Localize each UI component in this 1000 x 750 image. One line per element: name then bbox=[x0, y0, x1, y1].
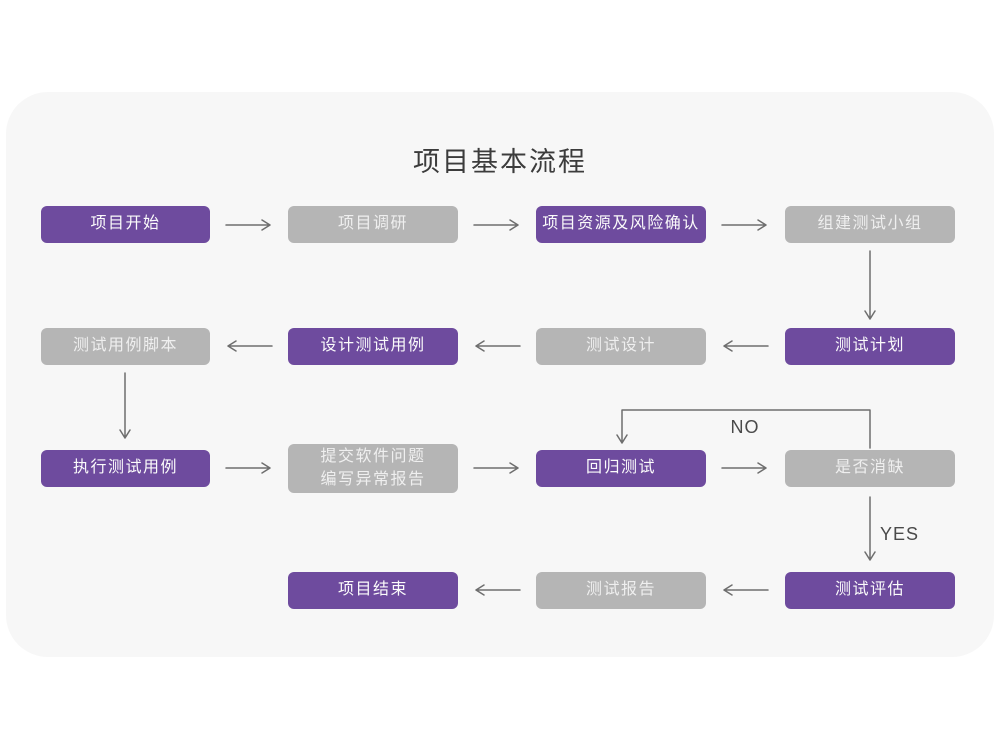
flow-node-submit-issue-report: 提交软件问题编写异常报告 bbox=[288, 444, 458, 493]
flow-node-label: 是否消缺 bbox=[834, 459, 905, 477]
flowchart-card bbox=[6, 92, 994, 657]
flow-node-test-report: 测试报告 bbox=[536, 572, 706, 609]
flow-node-build-test-team: 组建测试小组 bbox=[785, 206, 955, 243]
flow-node-label: 项目结束 bbox=[337, 581, 408, 599]
flow-node-project-end: 项目结束 bbox=[288, 572, 458, 609]
flow-node-resources-risk-confirm: 项目资源及风险确认 bbox=[536, 206, 706, 243]
flow-node-label: 组建测试小组 bbox=[817, 215, 923, 233]
flow-node-test-evaluation: 测试评估 bbox=[785, 572, 955, 609]
flow-node-label: 测试计划 bbox=[834, 337, 905, 355]
flow-node-test-design: 测试设计 bbox=[536, 328, 706, 365]
flow-node-label: 项目资源及风险确认 bbox=[542, 215, 700, 233]
flow-node-label: 回归测试 bbox=[585, 459, 656, 477]
flow-node-project-start: 项目开始 bbox=[41, 206, 210, 243]
flow-node-label: 测试报告 bbox=[585, 581, 656, 599]
flow-node-label: 项目开始 bbox=[90, 215, 161, 233]
flow-node-label: 测试评估 bbox=[834, 581, 905, 599]
flow-node-project-research: 项目调研 bbox=[288, 206, 458, 243]
flow-node-regression-test: 回归测试 bbox=[536, 450, 706, 487]
flow-node-label: 提交软件问题 bbox=[320, 448, 426, 466]
flow-node-defect-cleared: 是否消缺 bbox=[785, 450, 955, 487]
flow-node-label: 编写异常报告 bbox=[320, 470, 426, 488]
flow-node-test-plan: 测试计划 bbox=[785, 328, 955, 365]
flow-node-test-case-script: 测试用例脚本 bbox=[41, 328, 210, 365]
flow-node-design-test-case: 设计测试用例 bbox=[288, 328, 458, 365]
flow-node-label: 测试设计 bbox=[585, 337, 656, 355]
flow-node-execute-test-case: 执行测试用例 bbox=[41, 450, 210, 487]
page-title: 项目基本流程 bbox=[413, 147, 587, 177]
flow-node-label: 执行测试用例 bbox=[72, 459, 178, 477]
flow-node-label: 设计测试用例 bbox=[320, 337, 426, 355]
flow-node-label: 测试用例脚本 bbox=[72, 337, 178, 355]
flow-node-label: 项目调研 bbox=[337, 215, 408, 233]
